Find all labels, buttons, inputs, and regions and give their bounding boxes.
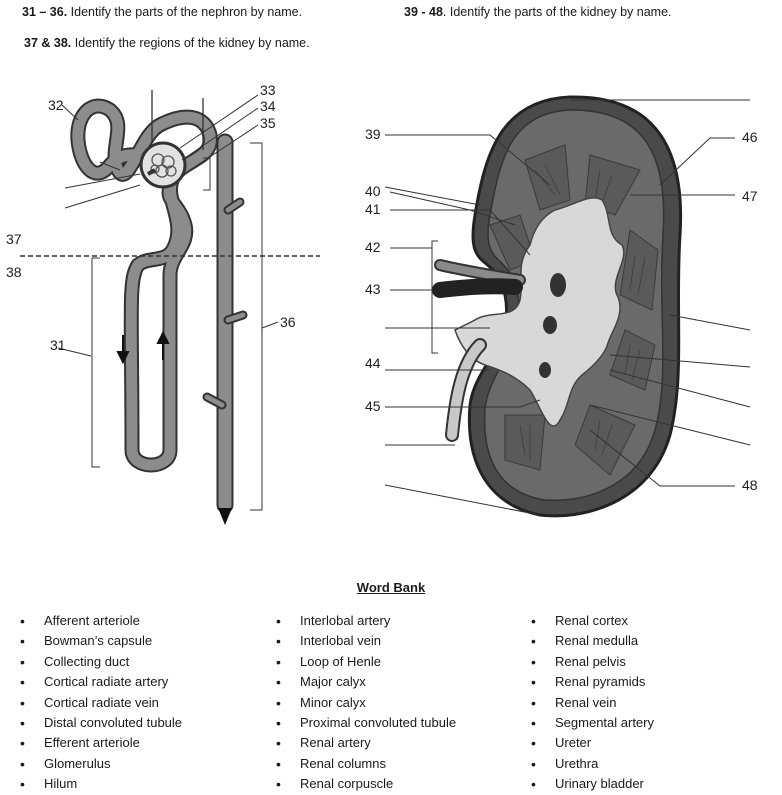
collecting-duct-bracket bbox=[250, 142, 263, 511]
word-bank-title: Word Bank bbox=[356, 580, 426, 595]
word-bank-term: Interlobal artery bbox=[276, 611, 456, 632]
label-32: 32 bbox=[48, 97, 64, 113]
word-bank-term: Urinary bladder bbox=[531, 774, 654, 795]
label-31: 31 bbox=[50, 337, 66, 353]
label-35: 35 bbox=[260, 115, 276, 131]
instruction-text: Identify the parts of the nephron by nam… bbox=[67, 5, 303, 19]
word-bank-term: Proximal convoluted tubule bbox=[276, 713, 456, 734]
word-bank-term: Minor calyx bbox=[276, 693, 456, 714]
label-47: 47 bbox=[742, 188, 758, 204]
word-bank-term: Collecting duct bbox=[20, 652, 182, 673]
word-bank-term: Cortical radiate vein bbox=[20, 693, 182, 714]
loop-bracket bbox=[91, 257, 100, 468]
label-39: 39 bbox=[365, 126, 381, 142]
word-bank-term: Bowman’s capsule bbox=[20, 631, 182, 652]
nephron-tubule bbox=[70, 90, 248, 525]
instruction-text: Identify the regions of the kidney by na… bbox=[71, 36, 310, 50]
label-36: 36 bbox=[280, 314, 296, 330]
label-48: 48 bbox=[742, 477, 758, 493]
word-bank-term: Renal medulla bbox=[531, 631, 654, 652]
label-33: 33 bbox=[260, 82, 276, 98]
word-bank-column-1: Afferent arterioleBowman’s capsuleCollec… bbox=[20, 611, 182, 795]
label-44: 44 bbox=[365, 355, 381, 371]
word-bank-term: Renal artery bbox=[276, 733, 456, 754]
label-41: 41 bbox=[365, 201, 381, 217]
instruction-text: . Identify the parts of the kidney by na… bbox=[442, 5, 672, 19]
word-bank-term: Cortical radiate artery bbox=[20, 672, 182, 693]
question-numbers: 37 & 38. bbox=[24, 36, 72, 50]
word-bank-term: Urethra bbox=[531, 754, 654, 775]
question-numbers: 39 - 48 bbox=[404, 5, 443, 19]
word-bank-term: Interlobal vein bbox=[276, 631, 456, 652]
word-bank-column-2: Interlobal arteryInterlobal veinLoop of … bbox=[276, 611, 456, 795]
kidney-diagram: 39 40 41 42 43 44 45 46 47 48 bbox=[365, 95, 758, 518]
hilum-bracket bbox=[431, 240, 438, 354]
kidney-cross-section bbox=[432, 95, 683, 518]
word-bank-term: Segmental artery bbox=[531, 713, 654, 734]
instruction-nephron-parts: 31 – 36. Identify the parts of the nephr… bbox=[22, 5, 302, 19]
nephron-diagram: 32 33 34 35 36 31 37 38 bbox=[6, 82, 320, 525]
word-bank-term: Afferent arteriole bbox=[20, 611, 182, 632]
word-bank-term: Ureter bbox=[531, 733, 654, 754]
instruction-kidney-regions: 37 & 38. Identify the regions of the kid… bbox=[24, 36, 310, 50]
label-37: 37 bbox=[6, 231, 22, 247]
label-43: 43 bbox=[365, 281, 381, 297]
word-bank-term: Major calyx bbox=[276, 672, 456, 693]
word-bank-term: Renal vein bbox=[531, 693, 654, 714]
word-bank-term: Hilum bbox=[20, 774, 182, 795]
label-38: 38 bbox=[6, 264, 22, 280]
word-bank-term: Renal corpuscle bbox=[276, 774, 456, 795]
label-34: 34 bbox=[260, 98, 276, 114]
word-bank-term: Renal pyramids bbox=[531, 672, 654, 693]
instruction-kidney-parts: 39 - 48. Identify the parts of the kidne… bbox=[404, 5, 672, 19]
word-bank-column-3: Renal cortexRenal medullaRenal pelvisRen… bbox=[531, 611, 654, 795]
word-bank-term: Loop of Henle bbox=[276, 652, 456, 673]
question-numbers: 31 – 36. bbox=[22, 5, 68, 19]
word-bank-term: Efferent arteriole bbox=[20, 733, 182, 754]
label-45: 45 bbox=[365, 398, 381, 414]
label-42: 42 bbox=[365, 239, 381, 255]
word-bank-term: Glomerulus bbox=[20, 754, 182, 775]
label-40: 40 bbox=[365, 183, 381, 199]
word-bank-term: Renal columns bbox=[276, 754, 456, 775]
corpuscle-bracket bbox=[203, 157, 211, 191]
word-bank-term: Distal convoluted tubule bbox=[20, 713, 182, 734]
word-bank-term: Renal pelvis bbox=[531, 652, 654, 673]
word-bank-term: Renal cortex bbox=[531, 611, 654, 632]
label-46: 46 bbox=[742, 129, 758, 145]
